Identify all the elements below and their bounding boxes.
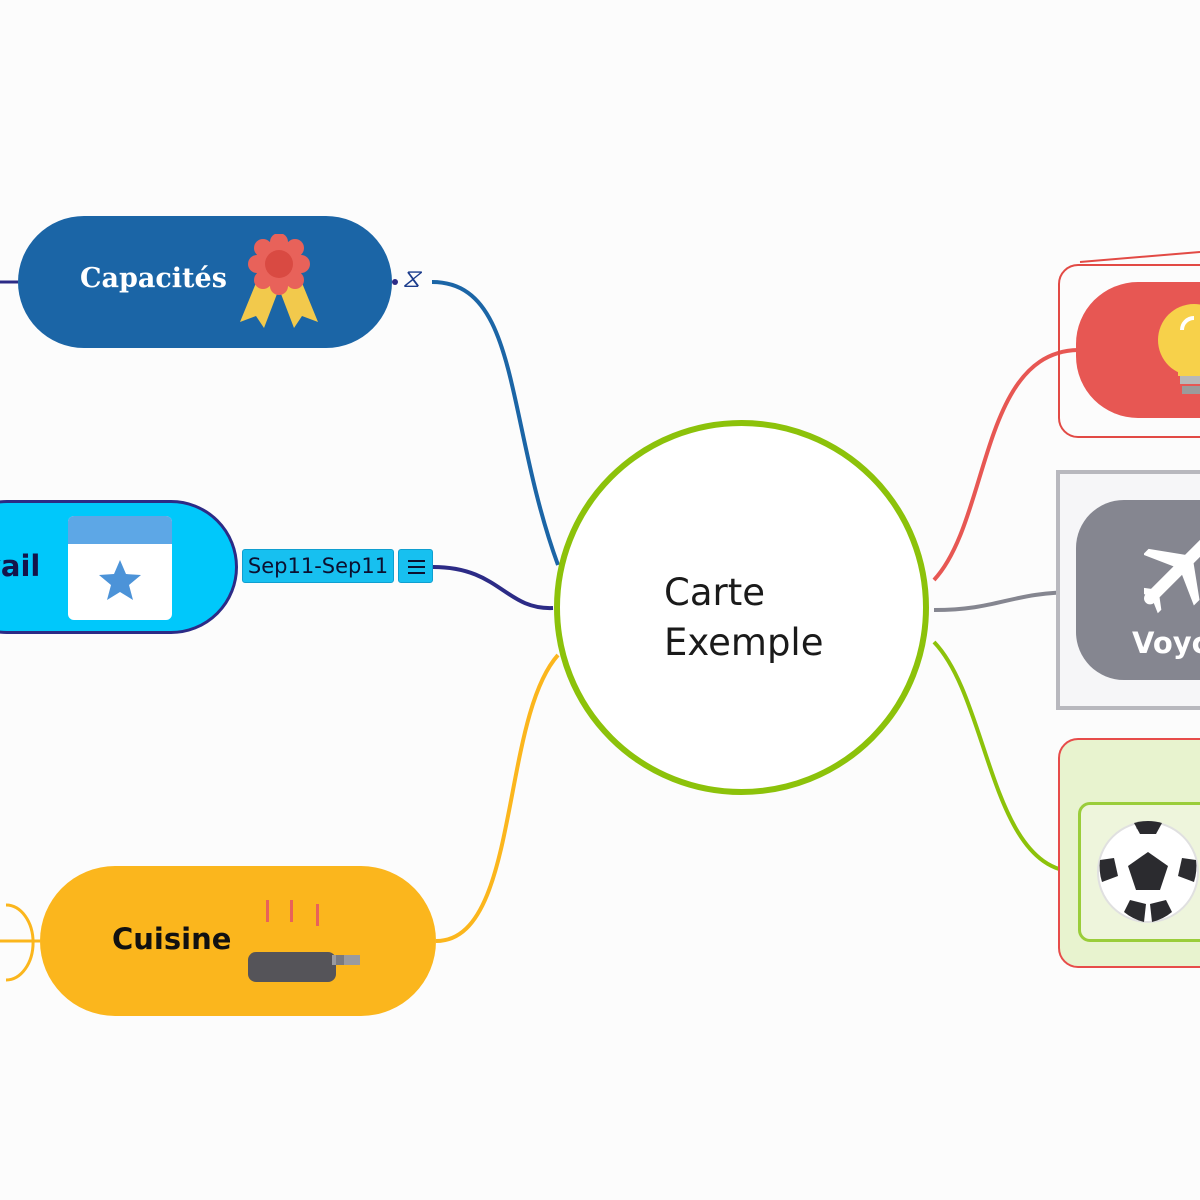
award-ribbon-icon — [240, 234, 318, 328]
task-date-range[interactable]: Sep11-Sep11 — [242, 549, 394, 583]
topic-voyage-label: Voyc — [1132, 626, 1200, 660]
frying-pan-icon — [248, 900, 360, 982]
hyperlink-icon[interactable]: ⧖ — [402, 264, 421, 294]
central-topic-line-2: Exemple — [664, 621, 824, 664]
connector-sport — [932, 640, 1079, 874]
notes-icon[interactable] — [398, 549, 433, 583]
airplane-icon — [1144, 533, 1200, 614]
topic-travail-label: vail — [0, 549, 41, 583]
lightbulb-icon — [1158, 304, 1200, 394]
cuisine-subtopic-edge — [5, 903, 35, 982]
topic-capacites[interactable] — [18, 216, 392, 348]
connector-capacites — [431, 280, 560, 566]
connector-travail — [432, 565, 554, 611]
connector-idee — [932, 348, 1079, 582]
central-topic[interactable] — [554, 420, 929, 795]
boundary-idee-edge — [1079, 251, 1200, 263]
capacites-connector-dot — [392, 279, 398, 285]
topic-capacites-label: Capacités — [80, 263, 227, 294]
topic-cuisine-label: Cuisine — [112, 922, 232, 956]
boundary-idee — [1058, 264, 1200, 438]
calendar-star-icon — [68, 516, 172, 620]
soccer-ball-icon — [1097, 821, 1199, 923]
topic-cuisine[interactable] — [40, 866, 436, 1016]
central-topic-label: Carte Exemple — [664, 568, 884, 668]
topic-voyage[interactable] — [1076, 500, 1200, 680]
central-topic-line-1: Carte — [664, 571, 765, 614]
connector-cuisine — [435, 653, 560, 943]
